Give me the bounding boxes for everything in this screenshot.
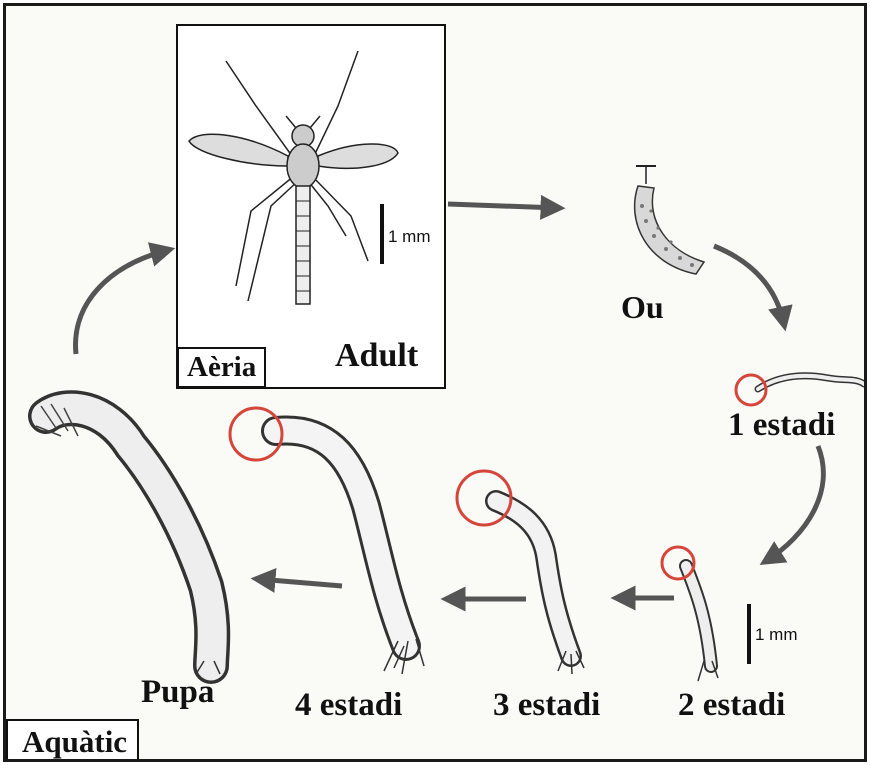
adult-label: Adult — [335, 339, 418, 373]
instar3-label: 3 estadi — [493, 689, 600, 722]
aerial-habitat-label: Aèria — [177, 347, 266, 388]
life-cycle-diagram: Adult Ou 1 estadi 2 estadi 3 estadi 4 es… — [3, 3, 867, 762]
diagram-drawing — [6, 6, 867, 762]
instar1-larva-illustration — [758, 376, 864, 389]
pupa-illustration — [36, 404, 220, 674]
instar1-label: 1 estadi — [728, 409, 835, 442]
larva-scale-label: 1 mm — [755, 626, 798, 643]
instar4-label: 4 estadi — [295, 689, 402, 722]
egg-label: Ou — [621, 291, 664, 323]
pupa-label: Pupa — [141, 676, 214, 709]
instar2-larva-illustration — [686, 566, 718, 681]
adult-scale-label: 1 mm — [388, 228, 431, 245]
aquatic-habitat-label: Aquàtic — [6, 719, 139, 762]
adult-frame — [177, 25, 445, 388]
egg-illustration — [635, 166, 704, 274]
instar4-larva-illustration — [276, 430, 424, 674]
instar3-larva-illustration — [496, 501, 584, 674]
instar2-label: 2 estadi — [678, 689, 785, 722]
